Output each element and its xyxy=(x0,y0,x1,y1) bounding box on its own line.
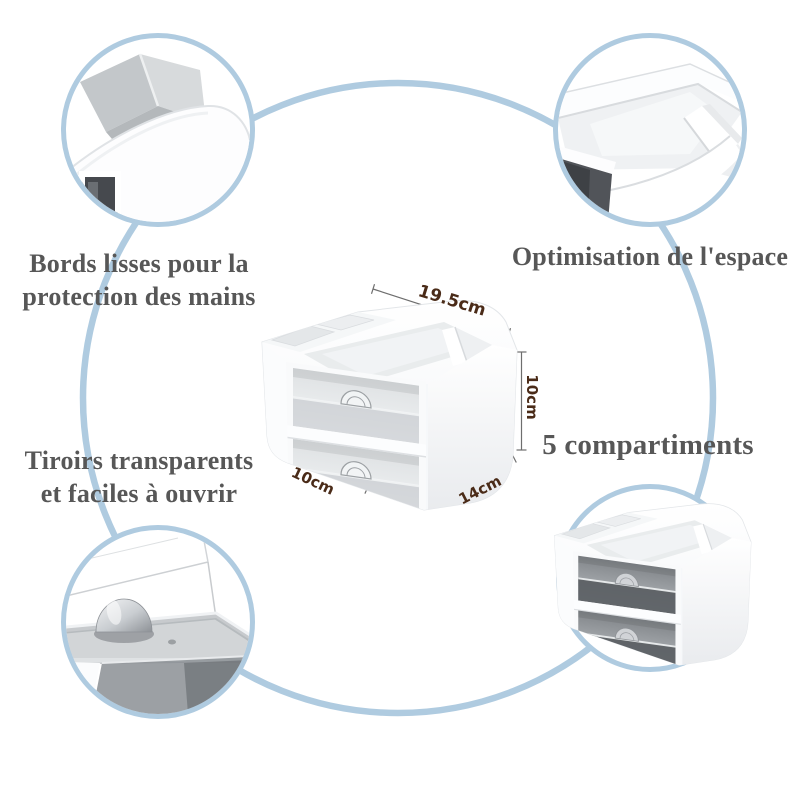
feature-text-transparent-drawers: Tiroirs transparents et faciles à ouvrir xyxy=(0,444,278,510)
dimension-label-height: 10cm xyxy=(523,374,541,420)
detail-circle-space-optimization xyxy=(553,33,747,227)
smooth-edge-closeup-image xyxy=(66,53,250,222)
detail-circle-transparent-drawers xyxy=(61,525,255,719)
main-product-image xyxy=(261,299,518,511)
feature-text-space-optimization: Optimisation de l'espace xyxy=(495,241,800,272)
drawer-knob-closeup-image xyxy=(66,530,250,714)
mini-product-image xyxy=(553,503,752,666)
feature-text-compartments: 5 compartiments xyxy=(518,429,778,462)
feature-line: 5 compartiments xyxy=(542,429,754,461)
top-view-closeup-image xyxy=(558,63,742,222)
detail-circle-smooth-edges xyxy=(61,33,255,227)
feature-line: protection des mains xyxy=(22,282,256,311)
feature-line: Optimisation de l'espace xyxy=(511,242,789,271)
feature-line: Tiroirs transparents xyxy=(24,446,254,475)
feature-text-smooth-edges: Bords lisses pour la protection des main… xyxy=(0,247,278,313)
feature-line: Bords lisses pour la xyxy=(29,249,249,278)
feature-line: et faciles à ouvrir xyxy=(40,479,238,508)
